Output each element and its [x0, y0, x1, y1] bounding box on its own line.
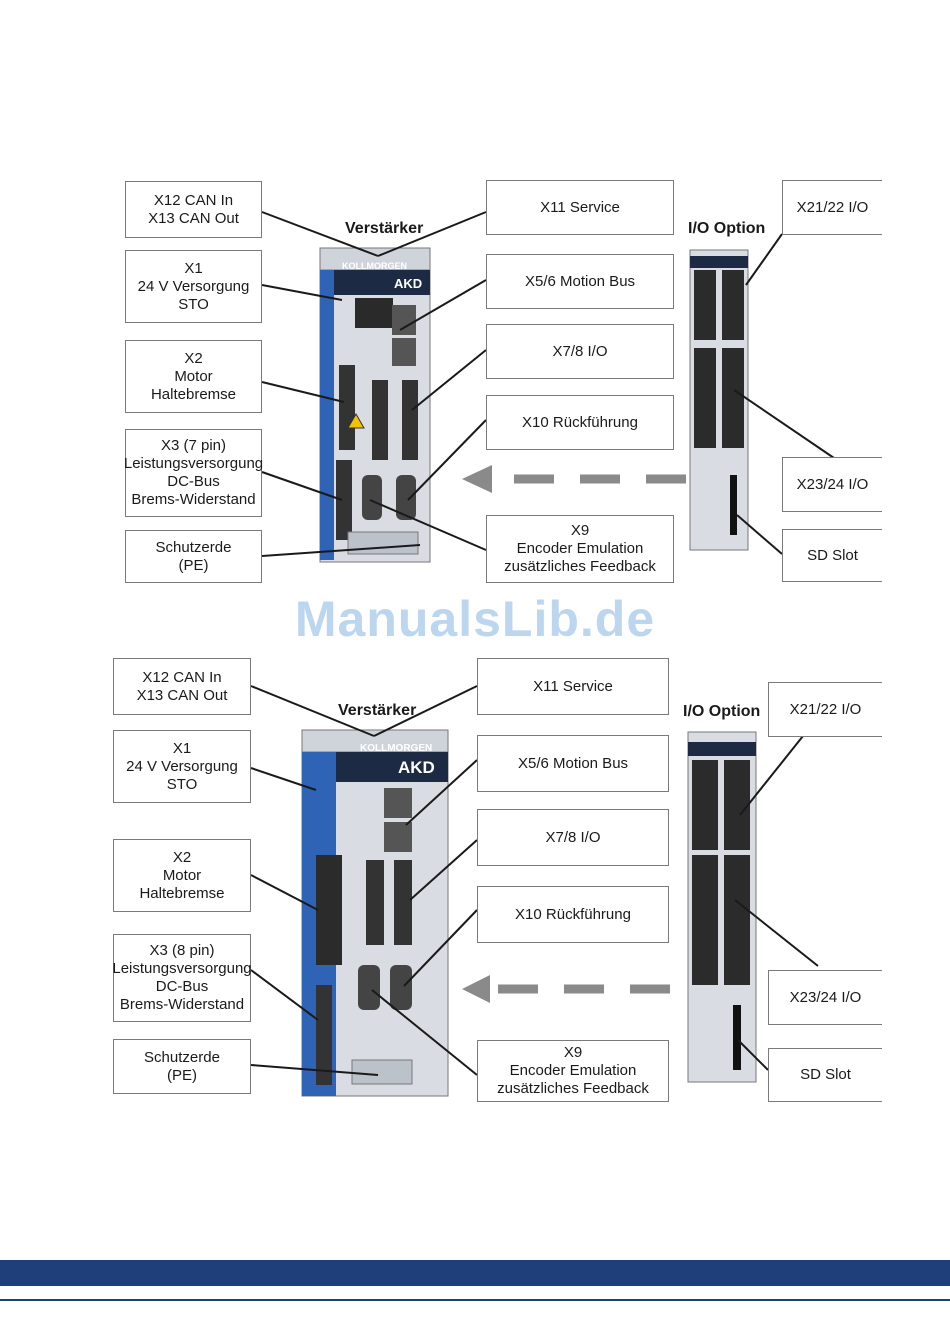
label-x7-x8-io: X7/8 I/O: [477, 809, 669, 866]
label-x5-x6-motion-bus: X5/6 Motion Bus: [477, 735, 669, 792]
label-protective-earth: Schutzerde (PE): [113, 1039, 251, 1094]
brand-logo: KOLLMORGEN: [342, 261, 407, 271]
label-x23-x24-io: X23/24 I/O: [768, 970, 882, 1025]
label-x3-power-supply: X3 (7 pin) Leistungsversorgung DC-Bus Br…: [124, 429, 263, 517]
label-x9-encoder-emulation: X9 Encoder Emulation zusätzliches Feedba…: [477, 1040, 669, 1102]
watermark: ManualsLib.de: [294, 591, 656, 647]
model-logo: AKD: [394, 276, 423, 291]
label-x12-x13-can: X12 CAN In X13 CAN Out: [113, 658, 251, 715]
figure-akd-8pin: Verstärker I/O Option KOLLMORGEN AKD X12…: [0, 650, 950, 1105]
label-sd-slot: SD Slot: [768, 1048, 882, 1102]
label-x10-feedback: X10 Rückführung: [486, 395, 674, 450]
footer-band: [0, 1260, 950, 1286]
label-x5-x6-motion-bus: X5/6 Motion Bus: [486, 254, 674, 309]
label-x2-motor-brake: X2 Motor Haltebremse: [125, 340, 262, 413]
io-option-image: [689, 249, 749, 551]
label-x11-service: X11 Service: [477, 658, 669, 715]
label-x1-supply-sto: X1 24 V Versorgung STO: [113, 730, 251, 803]
model-logo: AKD: [398, 758, 435, 777]
label-x23-x24-io: X23/24 I/O: [782, 457, 882, 512]
label-x12-x13-can: X12 CAN In X13 CAN Out: [125, 181, 262, 238]
label-x11-service: X11 Service: [486, 180, 674, 235]
io-option-caption: I/O Option: [688, 220, 766, 237]
label-x10-feedback: X10 Rückführung: [477, 886, 669, 943]
amplifier-drive-image: [301, 729, 449, 1097]
dashed-arrow-icon: [462, 465, 686, 493]
label-x9-encoder-emulation: X9 Encoder Emulation zusätzliches Feedba…: [486, 515, 674, 583]
label-x7-x8-io: X7/8 I/O: [486, 324, 674, 379]
label-x21-x22-io: X21/22 I/O: [768, 682, 882, 737]
amplifier-caption: Verstärker: [345, 220, 424, 237]
io-option-caption: I/O Option: [683, 703, 761, 720]
label-protective-earth: Schutzerde (PE): [125, 530, 262, 583]
label-x3-power-supply: X3 (8 pin) Leistungsversorgung DC-Bus Br…: [112, 934, 252, 1022]
label-x21-x22-io: X21/22 I/O: [782, 180, 882, 235]
label-x2-motor-brake: X2 Motor Haltebremse: [113, 839, 251, 912]
label-sd-slot: SD Slot: [782, 529, 882, 582]
figure-akd-7pin: Verstärker I/O Option KOLLMORGEN AKD X12…: [0, 170, 950, 590]
amplifier-drive-image: [319, 247, 431, 563]
footer-divider: [0, 1299, 950, 1301]
amplifier-caption: Verstärker: [338, 702, 417, 719]
io-option-image: [687, 731, 757, 1083]
label-x1-supply-sto: X1 24 V Versorgung STO: [125, 250, 262, 323]
dashed-arrow-icon: [462, 975, 670, 1003]
brand-logo: KOLLMORGEN: [360, 743, 433, 754]
